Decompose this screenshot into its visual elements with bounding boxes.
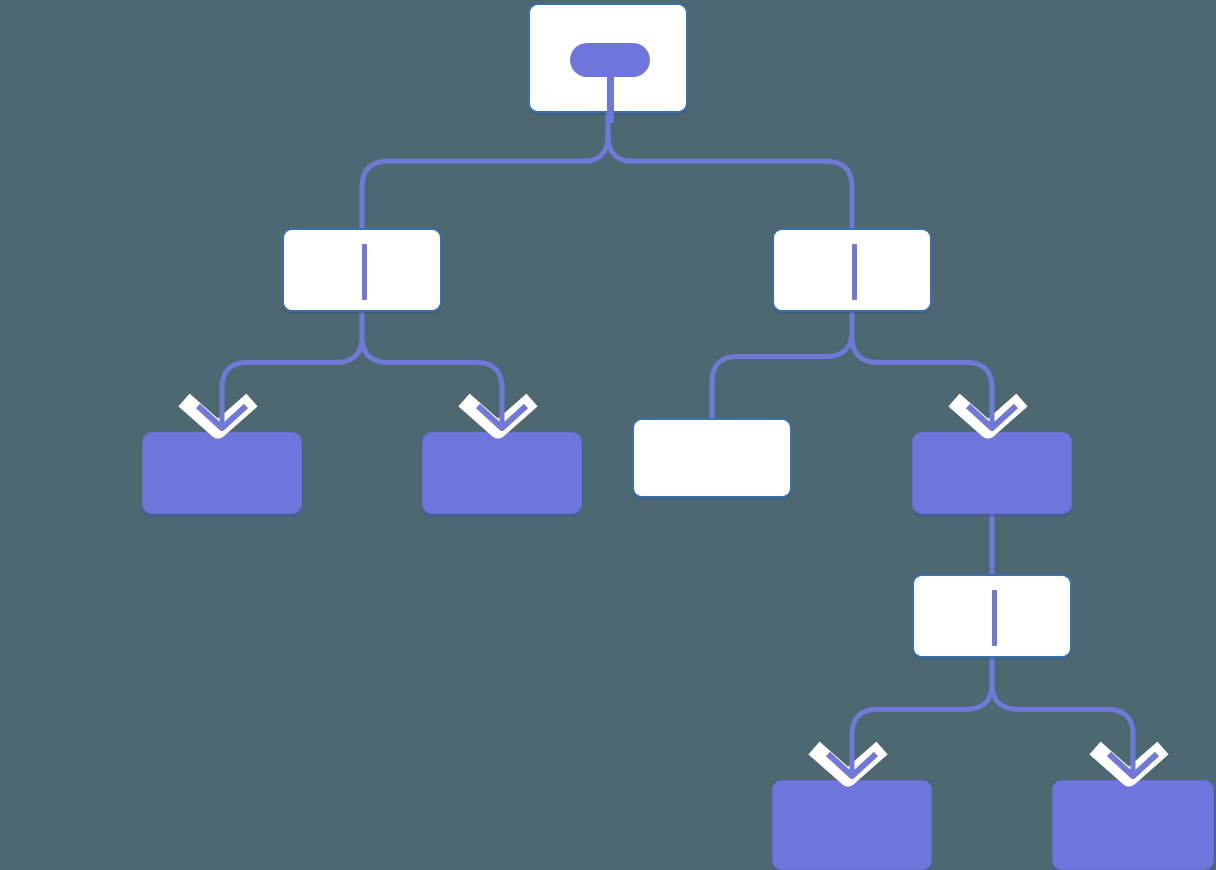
child-node-4[interactable] [912, 432, 1072, 514]
child-node-2[interactable] [422, 432, 582, 514]
node-passthrough-line [851, 244, 857, 300]
child-node-1[interactable] [142, 432, 302, 514]
arrow-head-n3 [195, 403, 249, 431]
edge-branchright-to-child4 [849, 310, 995, 416]
edge-branchright-to-child3 [709, 310, 855, 420]
edge-subbranch-to-leaf2 [989, 656, 1136, 764]
arrow-head-n6 [965, 403, 1019, 431]
root-badge-pill [570, 43, 650, 77]
leaf-node-1[interactable] [772, 780, 932, 870]
edge-subbranch-to-leaf1 [849, 656, 995, 764]
arrow-halo-chevron-n8 [808, 741, 888, 787]
leaf-node-2[interactable] [1052, 780, 1214, 870]
edge-branchleft-to-child2 [359, 310, 505, 416]
arrow-halo-chevron-n4 [458, 393, 538, 439]
arrow-halo-chevron-n3 [178, 393, 258, 439]
edge-root-to-branch-left [359, 111, 611, 230]
branch-node-right[interactable] [772, 228, 932, 312]
arrow-halo-chevron-n6 [948, 393, 1028, 439]
root-node[interactable] [528, 3, 688, 123]
arrow-head-n9 [1106, 751, 1160, 779]
node-passthrough-line [991, 590, 997, 646]
branch-node-left[interactable] [282, 228, 442, 312]
edge-branchleft-to-child1 [219, 310, 365, 416]
child-node-3[interactable] [632, 418, 792, 498]
root-badge-stem [606, 75, 614, 123]
arrow-halo-chevron-n9 [1089, 741, 1169, 787]
node-passthrough-line [361, 244, 367, 300]
edge-root-to-branch-right [605, 111, 855, 230]
arrow-head-n4 [475, 403, 529, 431]
sub-branch-node[interactable] [912, 574, 1072, 658]
arrow-head-n8 [825, 751, 879, 779]
